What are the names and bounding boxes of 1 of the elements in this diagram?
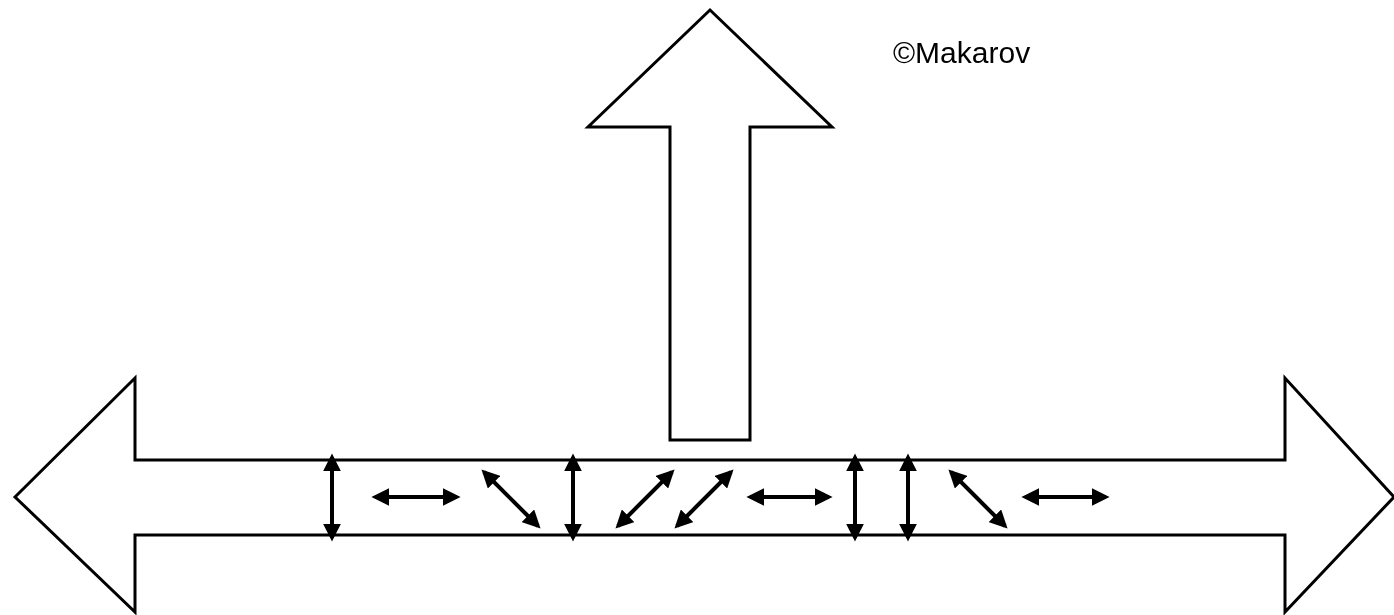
copyright-note: ©Makarov <box>893 36 1031 70</box>
